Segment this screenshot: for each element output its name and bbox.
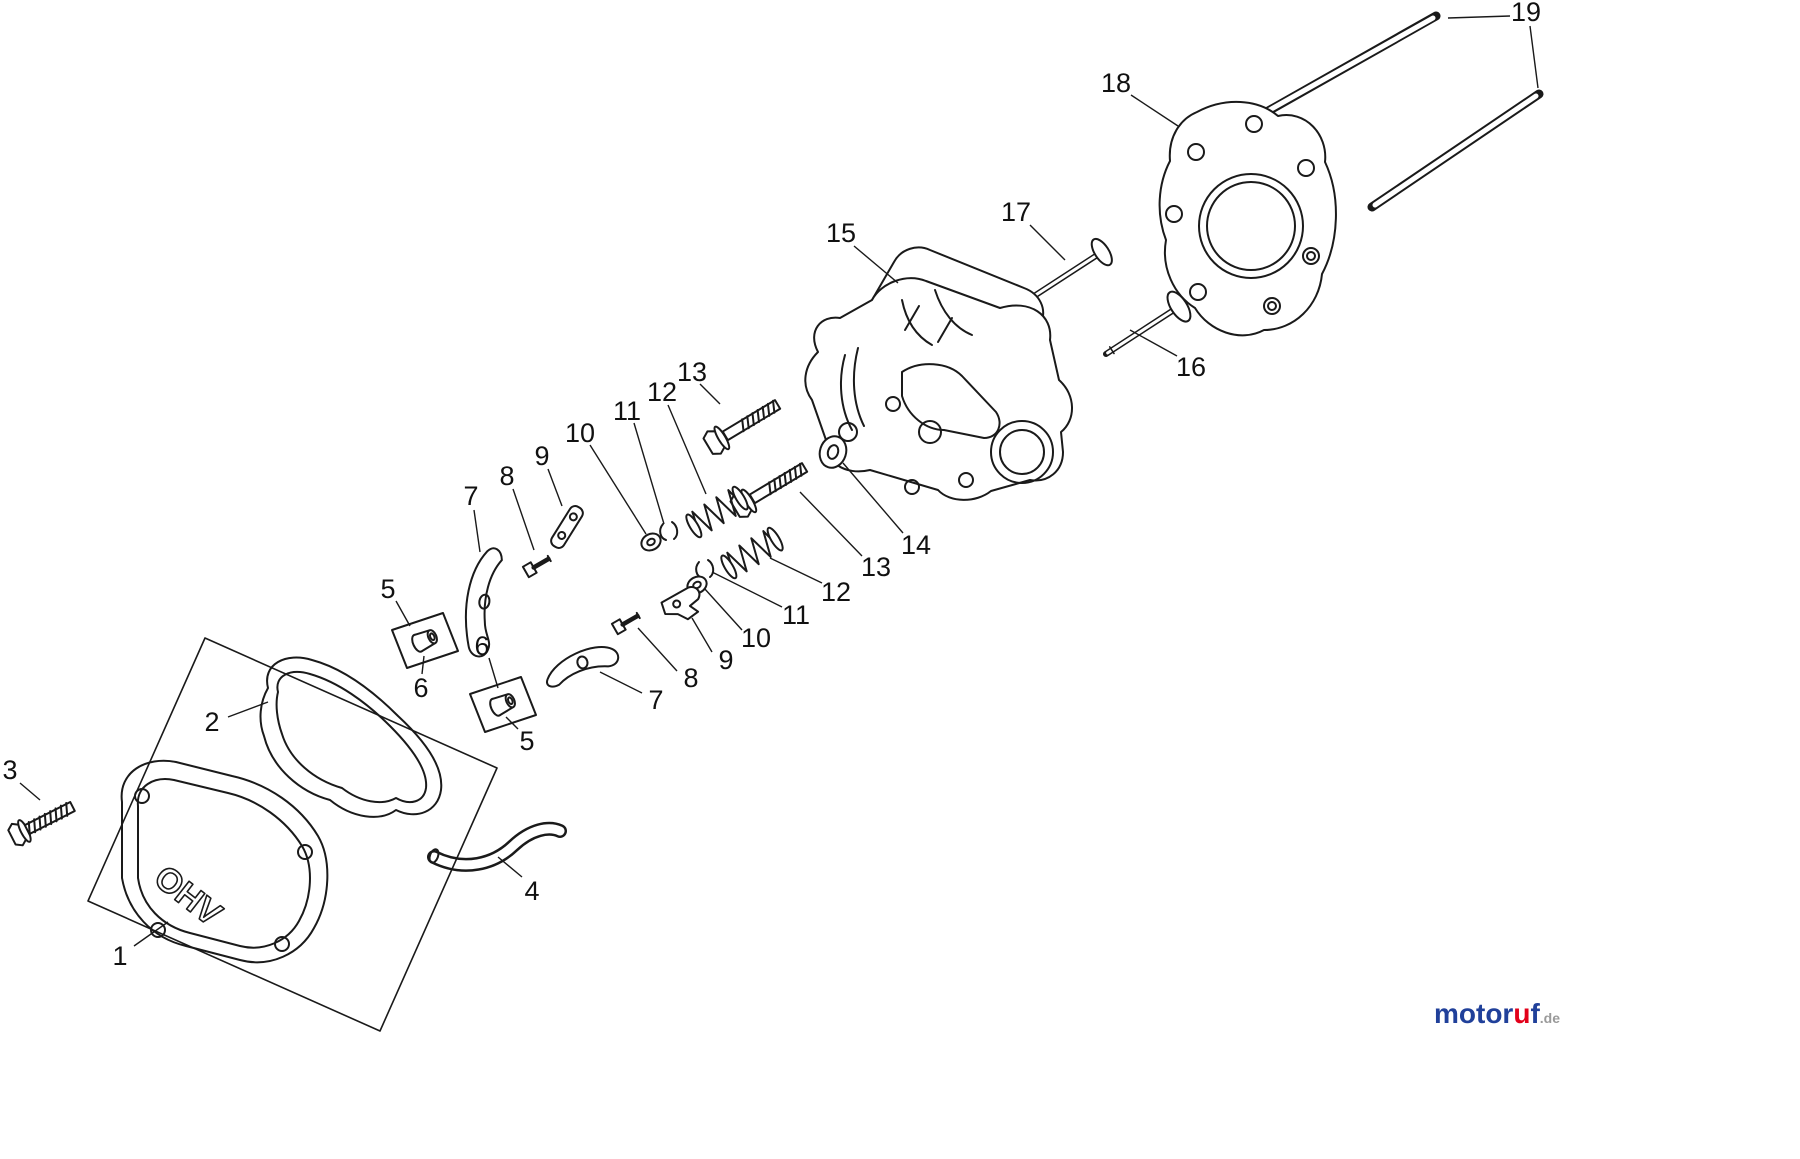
rocker-arm-lower <box>546 646 620 688</box>
callout-2: 2 <box>204 707 219 737</box>
callout-6: 6 <box>413 673 428 703</box>
exhaust-valve <box>1103 290 1192 357</box>
callout-5: 5 <box>380 574 395 604</box>
head-bolt-upper <box>702 399 782 455</box>
intake-valve <box>1025 237 1113 303</box>
callout-10: 10 <box>741 623 771 653</box>
leader-line-7 <box>599 671 643 694</box>
flange-screw <box>7 801 76 847</box>
breather-valve-lower <box>489 693 516 717</box>
leader-line-6 <box>488 657 499 689</box>
valve-spring-lower <box>720 526 784 580</box>
callout-19: 19 <box>1511 0 1541 27</box>
assembly-outline-box <box>87 637 498 1032</box>
logo-text-part: u <box>1513 998 1531 1029</box>
valve-cover: OHV <box>120 759 329 964</box>
leader-line-12 <box>769 557 823 584</box>
leader-line-12 <box>667 404 707 495</box>
head-bolt-lower <box>729 462 809 518</box>
leader-line-9 <box>547 468 563 507</box>
callout-17: 17 <box>1001 197 1031 227</box>
leader-line-16 <box>1129 329 1178 357</box>
callout-7: 7 <box>648 685 663 715</box>
spring-cap-upper <box>640 532 662 552</box>
leader-line-5 <box>505 716 519 730</box>
push-rods <box>1235 11 1544 212</box>
callout-1: 1 <box>112 941 127 971</box>
leader-line-13 <box>699 383 721 405</box>
callout-3: 3 <box>2 755 17 785</box>
callout-layer: 1234566578910111213131211109871415161718… <box>2 0 1541 971</box>
leader-line-8 <box>637 627 678 672</box>
callout-16: 16 <box>1176 352 1206 382</box>
leader-line-10 <box>703 587 743 631</box>
guide-plate-upper <box>550 505 584 549</box>
leader-line-10 <box>589 444 647 535</box>
leader-line-3 <box>19 782 41 801</box>
leader-line-2 <box>227 701 269 718</box>
leader-line-5 <box>395 600 411 627</box>
callout-10: 10 <box>565 418 595 448</box>
callout-5: 5 <box>519 726 534 756</box>
breather-valve-upper <box>411 629 438 653</box>
cover-gasket <box>259 656 443 818</box>
logo-text-part: motor <box>1434 998 1514 1029</box>
callout-12: 12 <box>647 377 677 407</box>
callout-12: 12 <box>821 577 851 607</box>
spring-keeper-lower <box>695 559 715 579</box>
spring-keeper-upper <box>659 521 679 541</box>
adjuster-stud-upper <box>521 554 552 579</box>
callout-9: 9 <box>534 441 549 471</box>
leader-line-11 <box>711 571 783 608</box>
callout-11: 11 <box>613 396 641 426</box>
callout-9: 9 <box>718 645 733 675</box>
callout-13: 13 <box>677 357 707 387</box>
leader-line-18 <box>1130 94 1179 127</box>
adjuster-stud-lower <box>610 611 641 636</box>
leader-line-17 <box>1029 224 1066 261</box>
washer <box>818 435 848 469</box>
leader-line-8 <box>512 488 535 551</box>
callout-7: 7 <box>463 481 478 511</box>
head-gasket <box>1158 101 1337 337</box>
leader-line-9 <box>691 617 713 653</box>
callout-13: 13 <box>861 552 891 582</box>
valve-spring-upper <box>685 485 749 539</box>
callout-14: 14 <box>901 530 931 560</box>
leader-line-11 <box>633 422 665 525</box>
leader-line-7 <box>473 509 481 553</box>
leader-line-19 <box>1447 15 1511 19</box>
leader-line-19 <box>1529 25 1539 89</box>
leader-line-6 <box>421 655 425 675</box>
callout-8: 8 <box>499 461 514 491</box>
logo-text-part: f <box>1530 998 1540 1029</box>
callout-6: 6 <box>474 631 489 661</box>
callout-18: 18 <box>1101 68 1131 98</box>
cylinder-head-assembly <box>804 246 1073 501</box>
motoruf-logo: motoruf.de <box>1434 998 1560 1030</box>
leader-line-15 <box>853 245 899 284</box>
breather-box-lower <box>469 676 537 733</box>
leader-line-13 <box>799 491 863 557</box>
callout-15: 15 <box>826 218 856 248</box>
leader-line-4 <box>497 856 523 878</box>
callout-8: 8 <box>683 663 698 693</box>
logo-domain-suffix: .de <box>1539 1010 1560 1026</box>
rocker-arm-upper <box>464 547 503 658</box>
breather-box-upper <box>391 612 459 669</box>
leader-line-14 <box>842 462 904 534</box>
callout-11: 11 <box>782 600 810 630</box>
breather-tube <box>427 821 567 872</box>
callout-4: 4 <box>524 876 539 906</box>
guide-plate-lower <box>660 586 701 621</box>
leader-line-1 <box>133 921 169 947</box>
